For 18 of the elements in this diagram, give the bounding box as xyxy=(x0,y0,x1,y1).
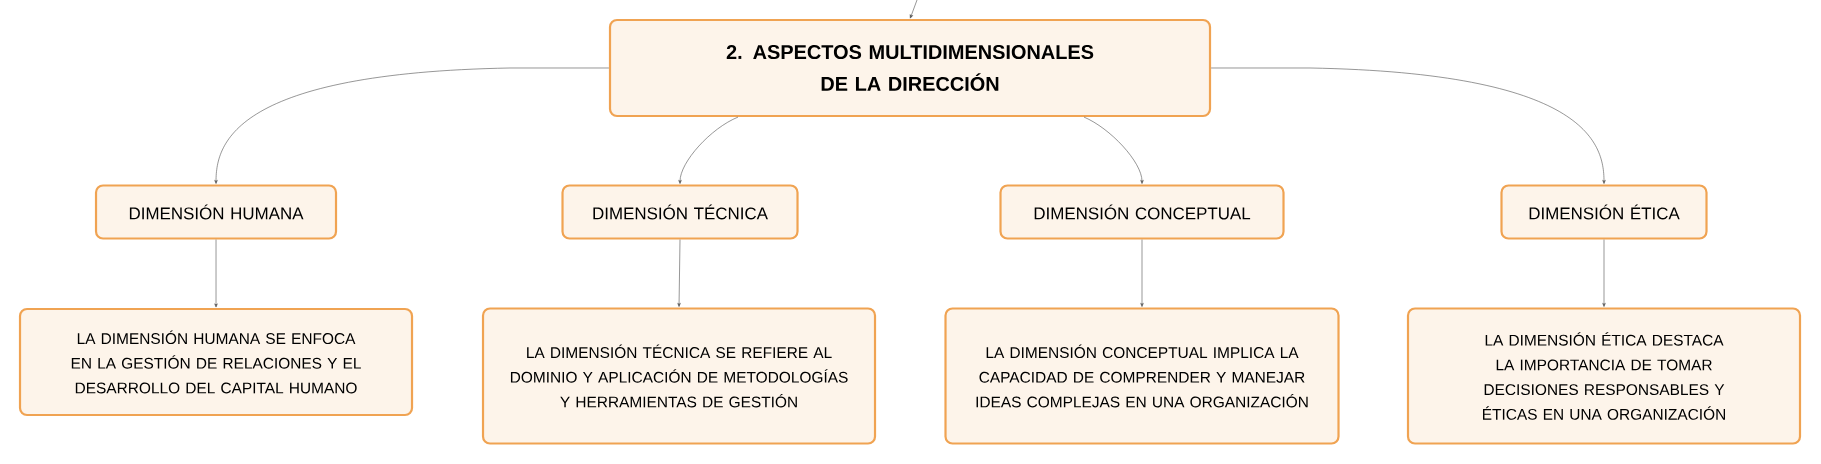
arrow xyxy=(214,239,218,308)
description-box: LA DIMENSIÓN TÉCNICA SE REFIERE AL DOMINIO Y APLICACIÓN DE METODOLOGÍAS Y HERRAMIENTAS DE GESTIÓN xyxy=(481,307,877,445)
arrow xyxy=(678,116,739,184)
topic-box: 2. ASPECTOS MULTIDIMENSIONALES DE LA DIRECCIÓN xyxy=(608,18,1212,118)
description-box: LA DIMENSIÓN CONCEPTUAL IMPLICA LA CAPACIDAD DE COMPRENDER Y MANEJAR IDEAS COMPLEJAS EN UNA ORGANIZACIÓN xyxy=(944,307,1340,445)
subtopic-box: DIMENSIÓN TÉCNICA xyxy=(561,184,799,240)
arrow xyxy=(909,0,918,19)
description-box: LA DIMENSIÓN ÉTICA DESTACA LA IMPORTANCIA DE TOMAR DECISIONES RESPONSABLES Y ÉTICAS EN UNA ORGANIZACIÓN xyxy=(1406,307,1802,445)
arrow xyxy=(677,239,681,307)
description-box: LA DIMENSIÓN HUMANA SE ENFOCA EN LA GESTIÓN DE RELACIONES Y EL DESARROLLO DEL CAPITAL HUMANO xyxy=(18,307,414,417)
arrow xyxy=(1083,116,1144,184)
arrow xyxy=(214,67,610,184)
subtopic-box: DIMENSIÓN CONCEPTUAL xyxy=(999,184,1285,240)
arrow xyxy=(1602,239,1606,307)
subtopic-box: DIMENSIÓN ÉTICA xyxy=(1500,184,1708,240)
arrow xyxy=(1210,67,1606,184)
subtopic-box: DIMENSIÓN HUMANA xyxy=(94,184,338,240)
arrow xyxy=(1140,239,1144,307)
